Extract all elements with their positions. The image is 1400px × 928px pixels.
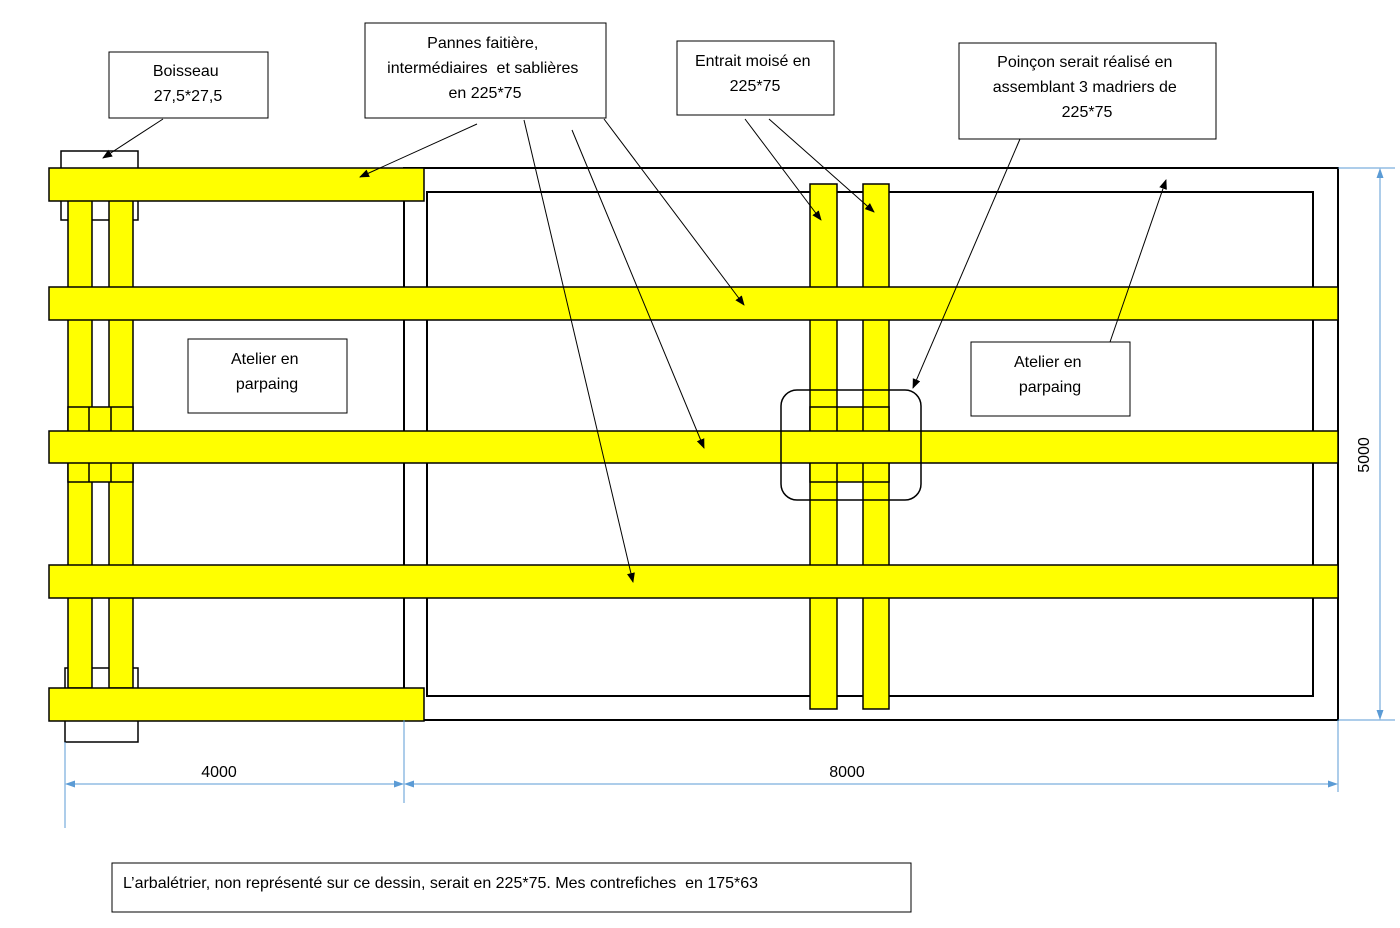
svg-text:Atelier en parpaing: Atelier en parpaing bbox=[1014, 354, 1086, 396]
dim-label-4000: 4000 bbox=[201, 764, 237, 781]
svg-text:Entrait moisé en 225*75: Entrait moisé en 225*75 bbox=[695, 53, 815, 95]
purlin-intermediate-top bbox=[48, 286, 1339, 321]
leader-pannes-bottom bbox=[523, 119, 635, 583]
footnote-text: L’arbalétrier, non représenté sur ce des… bbox=[123, 875, 758, 892]
leader-pannes-top bbox=[603, 118, 745, 306]
dim-label-8000: 8000 bbox=[829, 764, 865, 781]
leader-entrait-2 bbox=[768, 118, 875, 213]
callout-pannes-line-3: en 225*75 bbox=[449, 85, 522, 102]
leader-poincon bbox=[912, 138, 1021, 389]
leader-pannes-sabliere bbox=[359, 123, 478, 178]
wall-plate-bottom bbox=[48, 687, 425, 722]
footnote: L’arbalétrier, non représenté sur ce des… bbox=[111, 862, 912, 913]
callout-atelier-left-line-2: parpaing bbox=[236, 376, 298, 393]
callout-atelier-left: Atelier en parpaing bbox=[187, 338, 348, 414]
callout-poincon-line-1: Poinçon serait réalisé en bbox=[997, 54, 1172, 71]
svg-text:Poinçon serait réalisé en: Poinçon serait réalisé en assemblant 3 m… bbox=[993, 54, 1182, 121]
svg-text:Atelier en parpaing: Atelier en parpaing bbox=[231, 351, 303, 393]
callout-pannes-line-1: Pannes faitière, bbox=[427, 35, 538, 52]
callout-boisseau-line-2: 27,5*27,5 bbox=[154, 88, 223, 105]
dim-label-5000: 5000 bbox=[1356, 437, 1373, 473]
callout-pannes: Pannes faitière, intermédiaires et sabli… bbox=[364, 22, 607, 119]
callout-atelier-left-line-1: Atelier en bbox=[231, 351, 299, 368]
callout-poincon: Poinçon serait réalisé en assemblant 3 m… bbox=[958, 42, 1217, 140]
callout-poincon-line-3: 225*75 bbox=[1062, 104, 1113, 121]
callout-boisseau: Boisseau 27,5*27,5 bbox=[108, 51, 269, 119]
purlin-intermediate-bottom bbox=[48, 564, 1339, 599]
svg-text:Pannes faitière, intermé: Pannes faitière, intermédiaires et sabli… bbox=[387, 35, 583, 102]
callout-entrait: Entrait moisé en 225*75 bbox=[676, 40, 835, 116]
callout-entrait-line-2: 225*75 bbox=[730, 78, 781, 95]
leader-boisseau bbox=[102, 118, 164, 159]
leader-atelier-right bbox=[1109, 179, 1167, 343]
leader-entrait-1 bbox=[744, 118, 822, 221]
callout-boisseau-line-1: Boisseau bbox=[153, 63, 219, 80]
callout-atelier-right-line-2: parpaing bbox=[1019, 379, 1081, 396]
callout-pannes-line-2: intermédiaires et sablières bbox=[387, 60, 578, 77]
callout-atelier-right-line-1: Atelier en bbox=[1014, 354, 1082, 371]
king-post-highlight bbox=[780, 389, 922, 501]
svg-text:Boisseau 27,5*27,5: Boisseau 27,5*27,5 bbox=[153, 63, 223, 105]
callout-entrait-line-1: Entrait moisé en bbox=[695, 53, 811, 70]
ridge-purlin bbox=[48, 430, 1339, 464]
leader-pannes-ridge bbox=[571, 129, 705, 449]
callout-poincon-line-2: assemblant 3 madriers de bbox=[993, 79, 1177, 96]
callout-atelier-right: Atelier en parpaing bbox=[970, 341, 1131, 417]
